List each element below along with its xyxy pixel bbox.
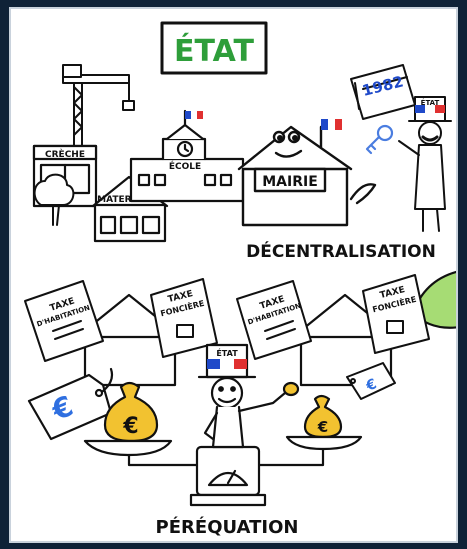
- perequation-label: PÉRÉQUATION: [156, 516, 299, 538]
- mairie-label: MAIRIE: [262, 174, 318, 190]
- scale-pan-right: [285, 435, 363, 451]
- tree-icon: [33, 173, 75, 226]
- key-icon: [365, 124, 394, 155]
- etat-hat-top-label: ÉTAT: [421, 98, 440, 107]
- crane-icon: [62, 64, 135, 146]
- etat-figure-top: ÉTAT: [398, 96, 452, 232]
- tax-paper-fonciere-right: TAXE FONCIÈRE: [362, 274, 430, 354]
- illustration-canvas: ÉTAT CRÈCHE MATERNELLE: [9, 7, 458, 543]
- etat-title-box: ÉTAT: [160, 21, 268, 75]
- creche-label: CRÈCHE: [45, 148, 85, 160]
- money-bag-left-euro: €: [122, 414, 138, 439]
- money-bag-icon: €: [303, 394, 343, 439]
- ecole-label: ÉCOLE: [169, 160, 201, 172]
- scale-icon: [127, 445, 325, 507]
- decentralisation-label: DÉCENTRALISATION: [246, 240, 436, 262]
- tax-paper-fonciere-left: TAXE FONCIÈRE: [150, 278, 218, 358]
- scale-pan-left: [83, 439, 173, 457]
- tax-paper-habitation-left: TAXE D'HABITATION: [24, 280, 104, 362]
- price-tag-icon: €: [27, 367, 114, 441]
- etat-hat-bottom-label: ÉTAT: [216, 347, 238, 358]
- sketch-illustration: ÉTAT CRÈCHE MATERNELLE: [24, 21, 456, 538]
- money-bag-right-euro: €: [317, 418, 328, 436]
- etat-title: ÉTAT: [174, 33, 255, 69]
- tax-paper-habitation-right: TAXE D'HABITATION: [236, 280, 312, 360]
- money-bag-icon: €: [103, 381, 159, 443]
- mairie-building: MAIRIE: [237, 119, 377, 227]
- calendar-icon: 1982: [350, 64, 416, 120]
- price-tag-icon: €: [346, 362, 396, 400]
- ecole-building: ÉCOLE: [129, 109, 245, 203]
- etat-figure-bottom: ÉTAT: [197, 343, 300, 449]
